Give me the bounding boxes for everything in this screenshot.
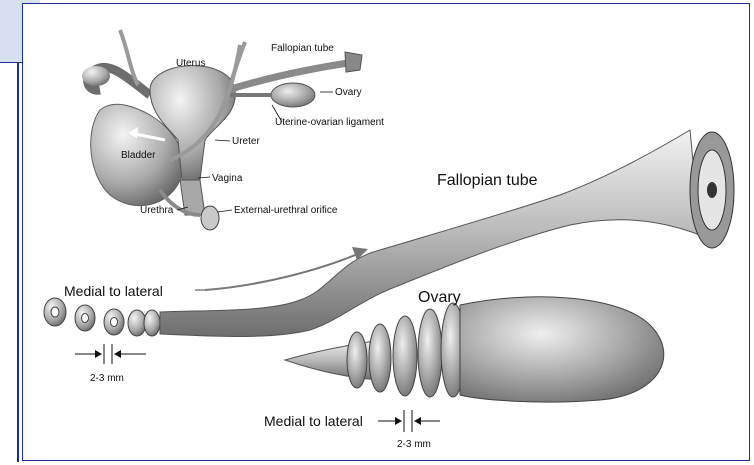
orifice-leader xyxy=(218,210,232,212)
fallopian-tube-label: Fallopian tube xyxy=(437,172,538,189)
ovary-slice-4 xyxy=(418,309,442,397)
pelvic-anatomy-diagram: Uterus Fallopian tube Ovary Uterine-ovar… xyxy=(82,30,384,230)
left-fimbria xyxy=(82,66,110,86)
ovary-body xyxy=(460,297,664,402)
tube-slice-4 xyxy=(128,310,146,336)
tube-slice-width-label: 2-3 mm xyxy=(90,373,124,384)
ovary-slice-width-label: 2-3 mm xyxy=(397,439,431,450)
tube-ostium xyxy=(707,182,717,198)
tube-width-marker xyxy=(75,344,146,364)
bladder-label: Bladder xyxy=(121,150,156,161)
ureter-leader xyxy=(215,140,230,141)
medial-to-lateral-tube-label: Medial to lateral xyxy=(64,283,163,299)
ovary-slice-2 xyxy=(369,324,391,392)
tube-width-arrowhead-right xyxy=(114,350,121,358)
fallopian-tube-small-label: Fallopian tube xyxy=(271,43,334,54)
ovary-label: Ovary xyxy=(418,289,461,306)
tube-slice-5 xyxy=(144,310,160,336)
external-urethral-orifice-label: External-urethral orifice xyxy=(234,205,338,216)
ureter-label: Ureter xyxy=(232,136,260,147)
tube-slice-2-lumen xyxy=(82,314,89,323)
ovary-slice-3 xyxy=(393,316,417,396)
uterine-ovarian-ligament-label: Uterine-ovarian ligament xyxy=(275,117,384,128)
tube-slice-3-lumen xyxy=(111,318,118,327)
small-ovary xyxy=(271,83,315,107)
vagina-label: Vagina xyxy=(212,173,243,184)
medial-to-lateral-ovary-label: Medial to lateral xyxy=(264,413,363,429)
ovary-width-arrowhead-left xyxy=(395,417,402,425)
external-orifice-shape xyxy=(201,206,219,230)
ovary-width-arrowhead-right xyxy=(414,417,421,425)
urethra-label: Urethra xyxy=(140,205,174,216)
tube-slice-1-lumen xyxy=(51,307,59,317)
uterus-label: Uterus xyxy=(176,58,205,69)
ovary-illustration xyxy=(285,297,664,432)
tube-width-arrowhead-left xyxy=(95,350,102,358)
ovary-slice-1 xyxy=(347,332,367,388)
right-fimbria xyxy=(345,52,362,72)
ovary-small-label: Ovary xyxy=(335,87,362,98)
